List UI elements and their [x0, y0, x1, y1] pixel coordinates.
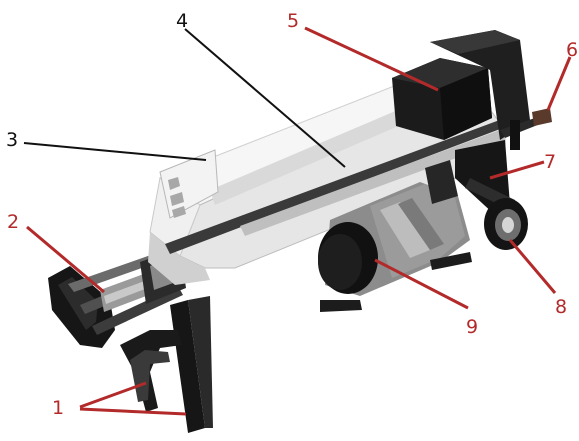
- splitting-wedge: [159, 149, 219, 219]
- callout-9: 9: [466, 316, 478, 338]
- leader-line-1b: [79, 407, 187, 416]
- callout-3: 3: [6, 129, 18, 151]
- callout-labels: 1 2 3 4 5 6 7 8 9: [6, 10, 578, 419]
- log-splitter-illustration: [48, 30, 552, 433]
- wheel: [484, 198, 528, 250]
- callout-1: 1: [52, 397, 64, 419]
- leg-stand: [120, 296, 213, 433]
- leader-line-2: [26, 225, 105, 294]
- control-lever: [500, 108, 552, 150]
- leader-line-6: [546, 56, 572, 111]
- leader-line-5: [304, 26, 439, 92]
- leader-line-7: [489, 160, 545, 180]
- leader-line-9: [374, 258, 469, 310]
- callout-6: 6: [566, 39, 578, 61]
- leader-line-1a: [79, 381, 147, 409]
- callout-7: 7: [544, 151, 556, 173]
- callout-5: 5: [287, 10, 299, 32]
- oil-tank: [392, 30, 530, 140]
- leader-line-4: [184, 28, 346, 168]
- leader-line-3: [23, 142, 207, 161]
- electric-motor: [318, 160, 472, 312]
- leader-line-8: [508, 239, 557, 294]
- callout-4: 4: [176, 10, 188, 32]
- callout-2: 2: [7, 211, 19, 233]
- leader-lines: [23, 26, 572, 416]
- callout-8: 8: [555, 296, 567, 318]
